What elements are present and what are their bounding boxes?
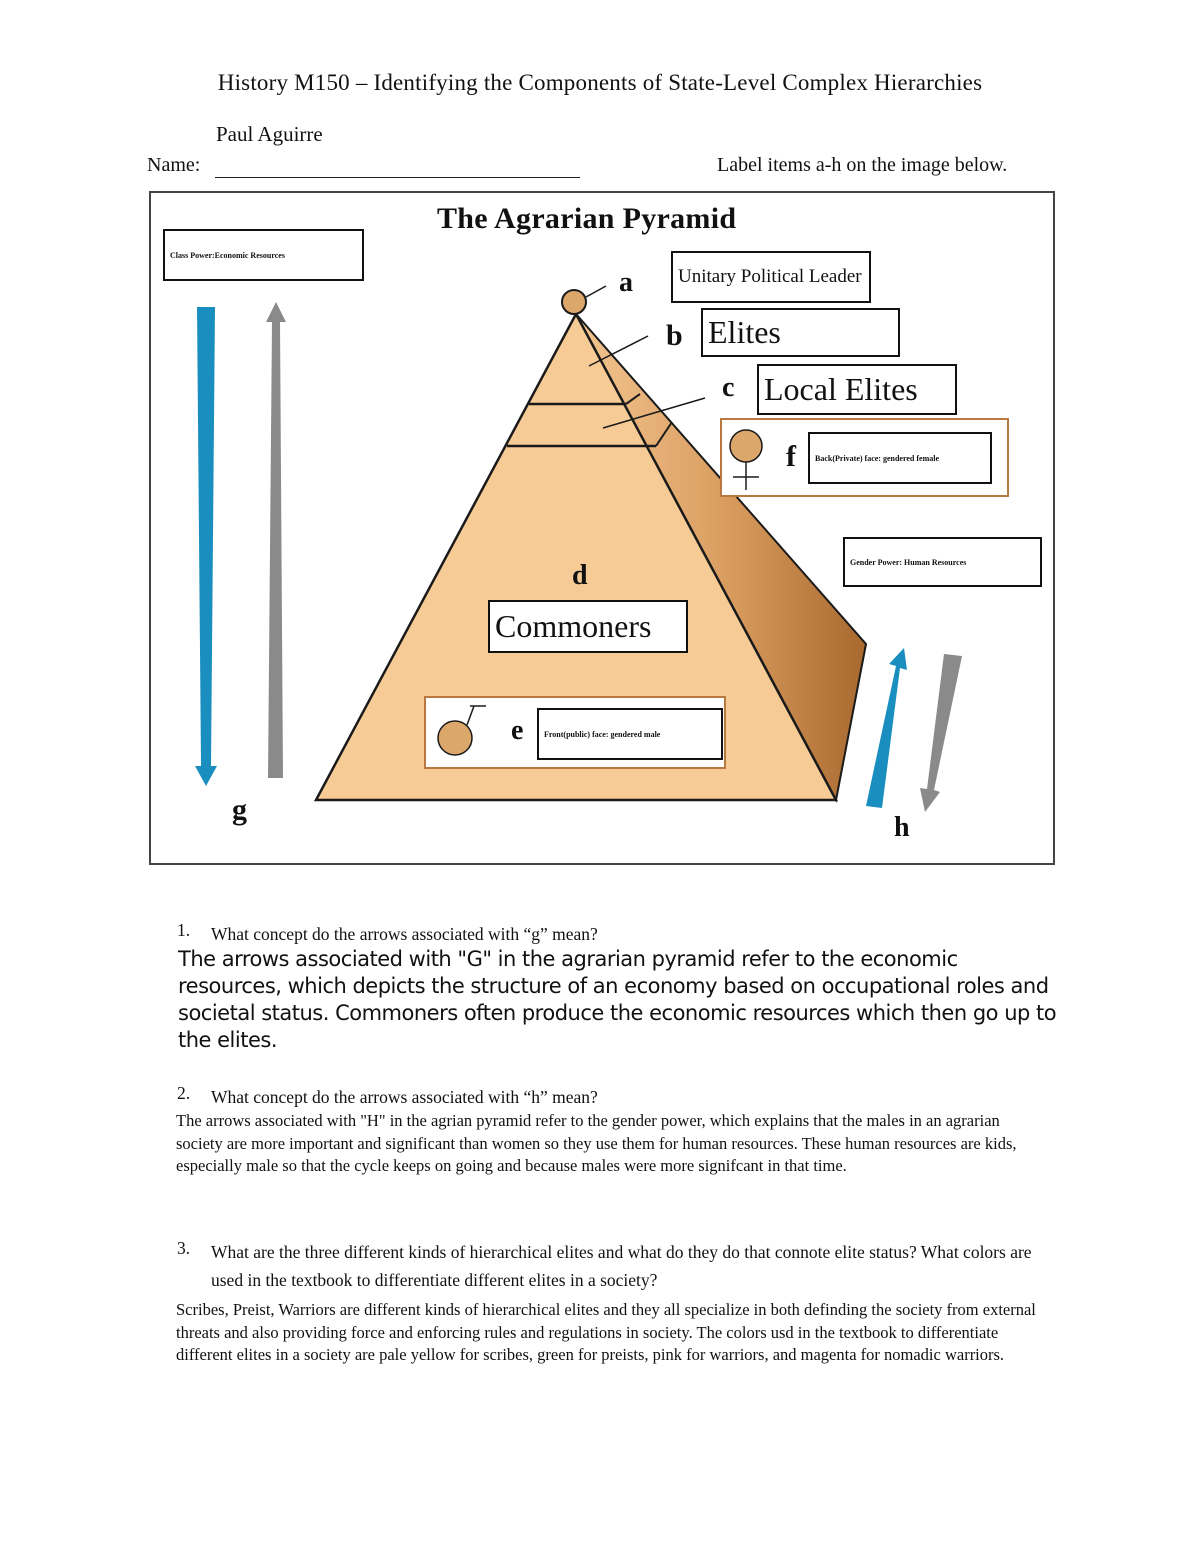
label-class-power: Class Power:Economic Resources: [163, 229, 364, 281]
question-number: 3.: [177, 1238, 191, 1258]
answer-2: The arrows associated with "H" in the ag…: [176, 1111, 1017, 1175]
arrow-h-up: [866, 648, 907, 808]
label-back-face: Back(Private) face: gendered female: [808, 432, 992, 484]
page-title: History M150 – Identifying the Component…: [217, 70, 983, 95]
letter-a: a: [619, 267, 633, 298]
figure-frame: [149, 191, 1055, 865]
label-unitary-leader: Unitary Political Leader: [671, 251, 871, 303]
label-commoners: Commoners: [488, 600, 688, 653]
label-front-face: Front(public) face: gendered male: [537, 708, 723, 760]
pointer-b: [588, 335, 649, 367]
name-underline: [215, 177, 580, 178]
label-elites: Elites: [701, 308, 900, 357]
arrow-h-down: [920, 654, 962, 812]
answer-3: Scribes, Preist, Warriors are different …: [176, 1300, 1036, 1364]
instructions: Label items a-h on the image below.: [717, 154, 1008, 176]
female-symbol-icon: [729, 429, 763, 490]
label-gender-power: Gender Power: Human Resources: [843, 537, 1042, 587]
side-tier-line-2: [655, 421, 673, 447]
name-label: Name:: [147, 154, 201, 176]
pointer-a: [585, 285, 607, 298]
agrarian-pyramid-diagram: [195, 285, 1009, 812]
question-text: What concept do the arrows associated wi…: [211, 924, 598, 944]
side-tier-line-1: [625, 393, 641, 405]
answer-1: The arrows associated with "G" in the ag…: [178, 947, 1057, 1052]
label-local-elites: Local Elites: [757, 364, 957, 415]
leader-circle: [561, 289, 587, 315]
letter-d: d: [572, 560, 588, 591]
author-name: Paul Aguirre: [216, 122, 323, 146]
arrow-g-down: [195, 307, 217, 786]
figure-title: The Agrarian Pyramid: [437, 202, 737, 235]
letter-g: g: [232, 793, 247, 826]
male-symbol-icon: [437, 705, 486, 756]
pyramid-front-face: [313, 311, 839, 802]
letter-e: e: [511, 715, 524, 746]
letter-c: c: [722, 372, 735, 403]
question-number: 2.: [177, 1083, 191, 1103]
pointer-c: [602, 397, 706, 429]
question-text: What concept do the arrows associated wi…: [211, 1087, 598, 1107]
question-text: What are the three different kinds of hi…: [211, 1242, 1032, 1290]
letter-b: b: [666, 319, 683, 352]
arrow-g-up: [266, 302, 286, 778]
question-number: 1.: [177, 920, 191, 940]
letter-f: f: [786, 440, 796, 473]
letter-h: h: [894, 812, 910, 843]
